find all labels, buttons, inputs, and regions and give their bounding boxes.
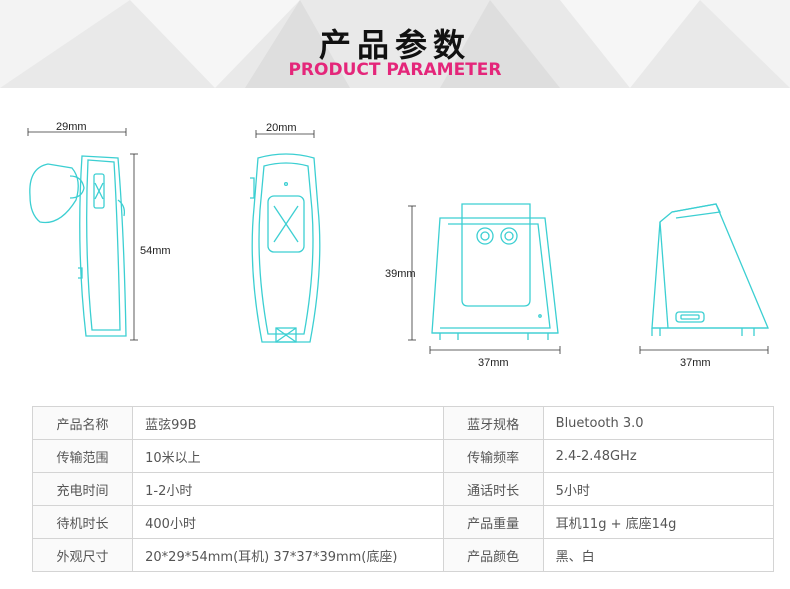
- spec-value: 20*29*54mm(耳机) 37*37*39mm(底座): [132, 538, 444, 572]
- dim-base-height: 39mm: [385, 268, 416, 280]
- page-title: 产品参数: [318, 26, 471, 64]
- spec-label: 蓝牙规格: [442, 406, 544, 440]
- spec-value: 400小时: [132, 505, 444, 539]
- spec-value: 黑、白: [542, 538, 775, 572]
- dim-front-width: 20mm: [266, 122, 297, 134]
- spec-label: 产品颜色: [442, 538, 544, 572]
- product-line-drawings: [27, 128, 769, 354]
- spec-value: 5小时: [542, 472, 775, 506]
- spec-value: 耳机11g + 底座14g: [542, 505, 775, 539]
- spec-label: 传输频率: [442, 439, 544, 473]
- dim-side-width: 29mm: [56, 121, 87, 133]
- dim-side-height: 54mm: [140, 245, 171, 257]
- spec-label: 产品重量: [442, 505, 544, 539]
- spec-value: 2.4-2.48GHz: [542, 439, 775, 473]
- spec-value: Bluetooth 3.0: [542, 406, 775, 440]
- earphone-front-view: [250, 130, 321, 343]
- spec-label: 传输范围: [31, 439, 134, 473]
- page-subtitle: PRODUCT PARAMETER: [288, 60, 502, 80]
- spec-label: 产品名称: [31, 406, 134, 440]
- header-banner: 产品参数 PRODUCT PARAMETER: [0, 0, 790, 88]
- spec-label: 外观尺寸: [31, 538, 134, 572]
- base-side-view: [639, 203, 769, 354]
- spec-value: 蓝弦99B: [132, 406, 444, 440]
- product-drawings: 29mm 54mm 20mm 39mm 37mm 37mm: [0, 88, 790, 388]
- header-background-pattern: [0, 0, 790, 88]
- spec-value: 1-2小时: [132, 472, 444, 506]
- spec-value: 10米以上: [132, 439, 444, 473]
- dim-base-width: 37mm: [478, 357, 509, 369]
- dim-base-side-width: 37mm: [680, 357, 711, 369]
- spec-label: 充电时间: [31, 472, 134, 506]
- spec-label: 通话时长: [442, 472, 544, 506]
- base-front-view: [408, 203, 561, 354]
- spec-label: 待机时长: [31, 505, 134, 539]
- earphone-side-view: [27, 128, 138, 341]
